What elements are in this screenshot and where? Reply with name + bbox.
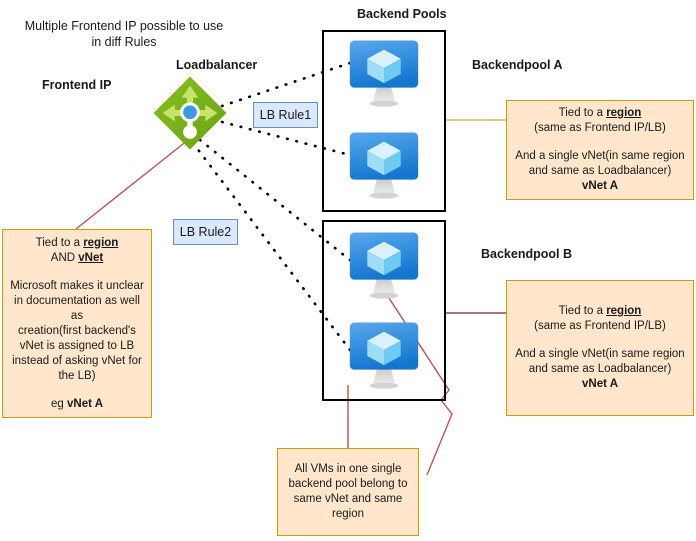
- note-backendpool-a: Tied to a region (same as Frontend IP/LB…: [506, 100, 694, 200]
- lb-rule-2-label: LB Rule2: [179, 225, 232, 239]
- note-poolb-line1: Tied to a region: [558, 305, 642, 317]
- lb-rule-1-label: LB Rule1: [259, 108, 312, 122]
- note-frontend-body: Microsoft makes it unclear in documentat…: [10, 279, 144, 382]
- frontend-multiple-ip-note: Multiple Frontend IP possible to use in …: [24, 19, 224, 49]
- vm-icon-b1[interactable]: [342, 228, 426, 304]
- note-frontend-line1: Tied to a region: [35, 236, 119, 249]
- loadbalancer-label: Loadbalancer: [176, 58, 258, 72]
- note-backendpool-b: Tied to a region (same as Frontend IP/LB…: [506, 280, 694, 416]
- vm-icon-a1[interactable]: [342, 36, 426, 112]
- backend-pool-b-container[interactable]: [322, 220, 446, 401]
- note-vmpool-body: All VMs in one single backend pool belon…: [288, 463, 408, 520]
- loadbalancer-icon[interactable]: [152, 75, 228, 151]
- connector-lb-to-frontend-note: [75, 139, 189, 230]
- note-vm-pool: All VMs in one single backend pool belon…: [277, 448, 419, 536]
- note-poolb-body: And a single vNet(in same region and sam…: [515, 348, 685, 375]
- backend-pools-label: Backend Pools: [357, 7, 447, 21]
- note-frontend-footer: eg vNet A: [51, 397, 103, 410]
- lb-rule-2-box[interactable]: LB Rule2: [173, 219, 238, 245]
- backendpool-a-label: Backendpool A: [472, 58, 563, 72]
- note-poola-line2: (same as Frontend IP/LB): [534, 122, 666, 134]
- vm-icon-a2[interactable]: [342, 128, 426, 204]
- note-poola-body: And a single vNet(in same region and sam…: [515, 150, 685, 177]
- note-poola-line1: Tied to a region: [558, 107, 642, 119]
- note-poolb-line2: (same as Frontend IP/LB): [534, 320, 666, 332]
- frontend-ip-label: Frontend IP: [42, 78, 112, 92]
- vm-icon-b2[interactable]: [342, 318, 426, 394]
- note-frontend-line2: AND vNet: [50, 251, 104, 264]
- lb-rule-1-box[interactable]: LB Rule1: [253, 102, 318, 128]
- note-poolb-footer: vNet A: [582, 378, 618, 390]
- note-poola-footer: vNet A: [582, 180, 618, 192]
- backend-pool-a-container[interactable]: [322, 30, 446, 212]
- note-frontend-ip: Tied to a region AND vNet Microsoft make…: [2, 229, 152, 418]
- backendpool-b-label: Backendpool B: [481, 247, 572, 261]
